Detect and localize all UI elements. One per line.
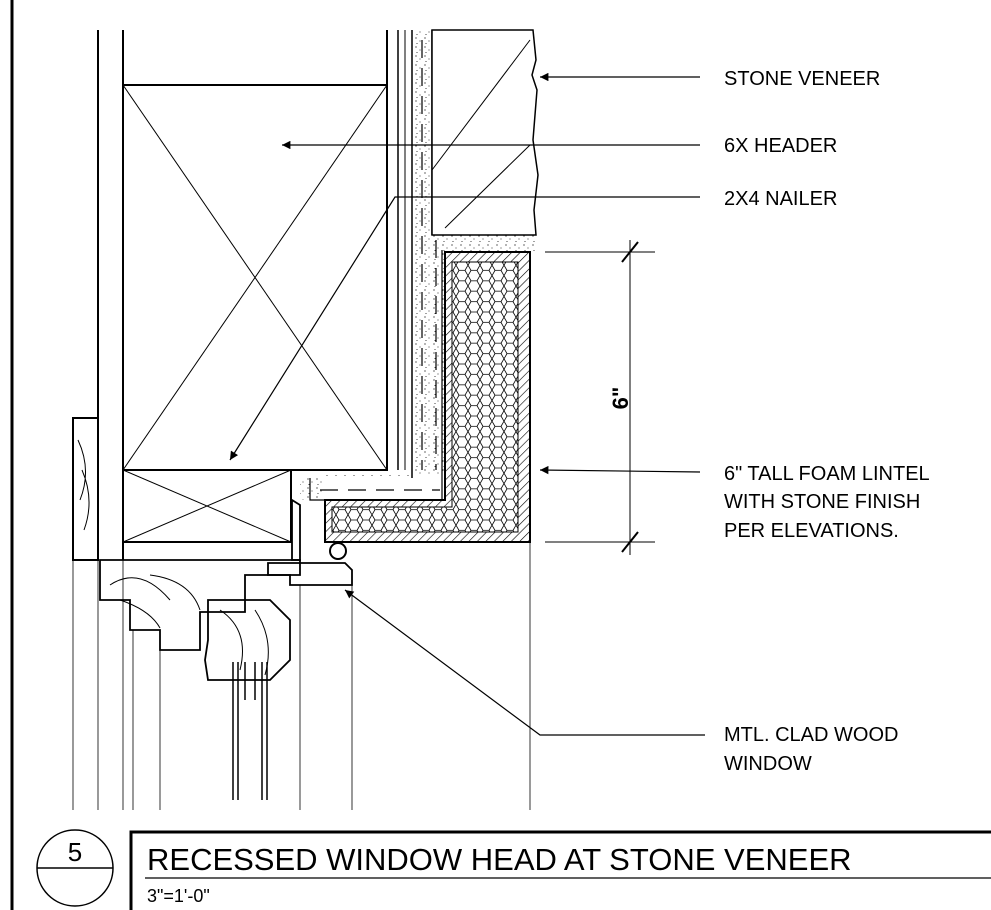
callout-labels: STONE VENEER 6X HEADER 2X4 NAILER 6" TAL…: [724, 68, 930, 775]
foam-lintel: [324, 251, 531, 543]
nailer: [122, 469, 292, 543]
leader-lintel: [539, 465, 701, 475]
dimension-value: 6": [608, 387, 633, 410]
glazing: [232, 662, 268, 800]
window-frame: [99, 498, 353, 681]
backer-rod: [329, 542, 347, 560]
label-nailer: 2X4 NAILER: [724, 188, 837, 210]
leader-lines: [229, 72, 705, 736]
detail-scale: 3"=1'-0": [147, 886, 210, 906]
leader-window: [344, 589, 705, 736]
label-header: 6X HEADER: [724, 135, 837, 157]
leader-nailer: [229, 196, 700, 461]
extension-lines: [72, 542, 531, 810]
air-gap-dashes: [320, 40, 440, 491]
label-lintel-line-2: WITH STONE FINISH: [724, 491, 920, 513]
title-frame: [129, 830, 991, 910]
label-window-line-1: MTL. CLAD WOOD: [724, 724, 898, 746]
detail-number: 5: [68, 837, 82, 867]
label-window-line-2: WINDOW: [724, 753, 812, 775]
header-beam: [122, 84, 388, 471]
label-lintel-line-3: PER ELEVATIONS.: [724, 520, 899, 542]
label-lintel-line-1: 6" TALL FOAM LINTEL: [724, 463, 930, 485]
stone-veneer: [431, 29, 539, 236]
label-stone-veneer: STONE VENEER: [724, 68, 880, 90]
interior-casing: [72, 417, 99, 561]
mortar-bed: [300, 30, 536, 500]
detail-title: RECESSED WINDOW HEAD AT STONE VENEER: [147, 842, 852, 877]
dimension-line: [545, 240, 655, 555]
title-block: 5 RECESSED WINDOW HEAD AT STONE VENEER 3…: [36, 829, 991, 910]
